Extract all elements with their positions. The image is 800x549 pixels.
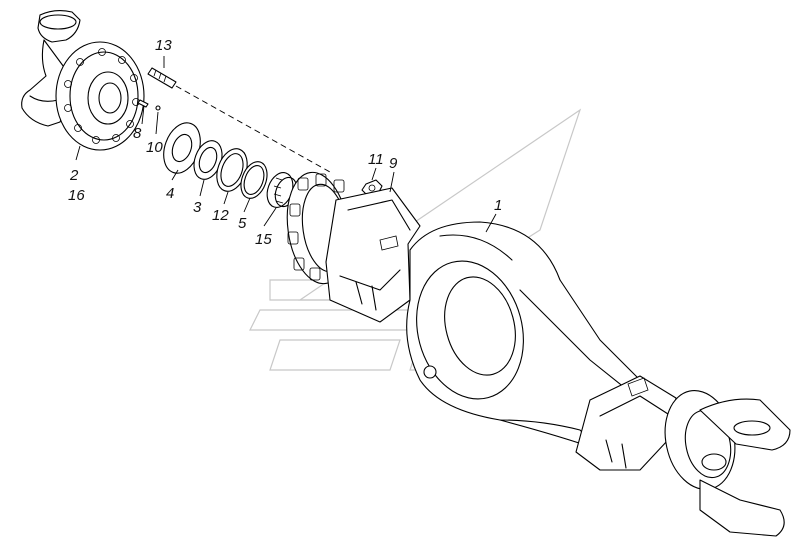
ring-part xyxy=(193,140,223,180)
callout-2: 2 xyxy=(69,167,79,184)
callout-9: 9 xyxy=(389,155,398,172)
steering-knuckle-part xyxy=(21,9,145,151)
bearing-part xyxy=(266,172,298,208)
callout-1: 1 xyxy=(494,197,502,214)
callout-labels: 13 8 10 2 16 4 3 12 5 15 11 9 1 xyxy=(68,37,502,248)
retaining-ring-part xyxy=(240,161,268,199)
callout-5: 5 xyxy=(238,215,247,232)
callout-16: 16 xyxy=(68,187,85,204)
leader-lines xyxy=(75,56,497,233)
callout-15: 15 xyxy=(255,231,272,248)
callout-13: 13 xyxy=(155,37,172,54)
pin-part xyxy=(137,99,161,111)
callout-11: 11 xyxy=(368,151,384,168)
axle-housing-part xyxy=(286,171,791,537)
stud-part xyxy=(147,67,177,89)
callout-3: 3 xyxy=(193,199,202,216)
callout-10: 10 xyxy=(146,139,163,156)
callout-4: 4 xyxy=(166,185,174,202)
callout-12: 12 xyxy=(212,207,229,224)
callout-8: 8 xyxy=(133,125,142,142)
